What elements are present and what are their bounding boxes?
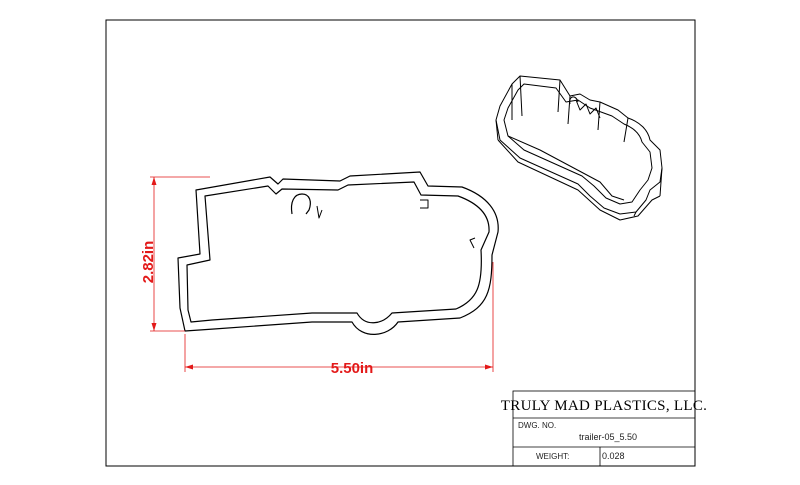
height-dimension [150, 176, 210, 332]
cutter-inner-outline [186, 181, 490, 324]
weight-value: 0.028 [602, 451, 625, 461]
width-dimension-label: 5.50in [331, 360, 374, 377]
iso-rim-outer [495, 75, 663, 215]
dwg-no-value: trailer-05_5.50 [579, 432, 637, 442]
cutter-loop [290, 193, 311, 215]
iso-detail-bumps [575, 99, 601, 119]
iso-floor [507, 135, 625, 201]
company-name: TRULY MAD PLASTICS, LLC. [501, 398, 707, 414]
height-dimension-label: 2.82in [140, 241, 157, 284]
dwg-no-label: DWG. NO. [518, 421, 556, 430]
width-dimension [184, 262, 494, 372]
iso-bottom-edge [497, 139, 661, 221]
cutter-notch-right [420, 199, 429, 209]
sheet-border [105, 19, 696, 467]
cutter-bump [469, 237, 476, 249]
weight-label: WEIGHT: [536, 452, 569, 461]
iso-rim-inner [503, 83, 653, 205]
cutter-top-view [177, 171, 499, 335]
cutter-outer-outline [177, 171, 499, 335]
title-block [512, 390, 696, 467]
cutter-isometric-view [495, 75, 663, 221]
iso-detail-loop [569, 96, 579, 105]
cutter-notch-left [316, 205, 323, 219]
